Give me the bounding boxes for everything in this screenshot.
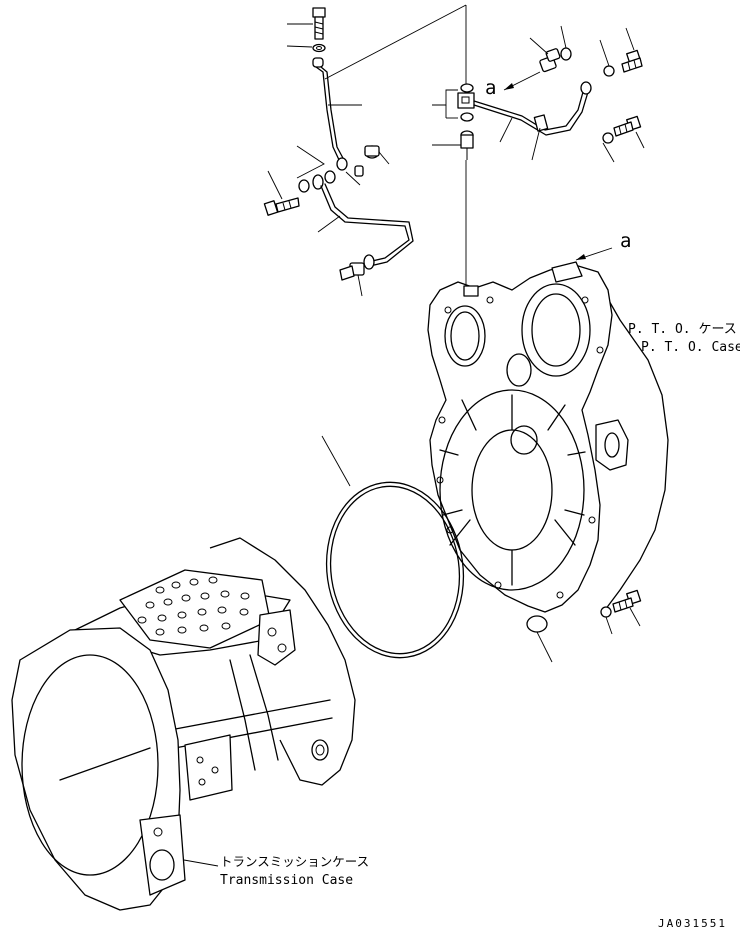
reference-arrow-top-icon: a	[485, 71, 541, 99]
small-bolt-left-icon	[263, 170, 300, 216]
drawing-number: JA031551	[658, 917, 727, 930]
ref-label-a-right: a	[620, 230, 631, 252]
oil-pipe-right-icon	[473, 81, 592, 161]
pto-case-label-jp: P. T. O. ケース	[628, 322, 737, 337]
elbow-fitting-icon	[339, 254, 375, 297]
oil-pipe-lower-icon	[317, 183, 414, 267]
pto-case-label-en: P. T. O. Case	[641, 340, 740, 355]
top-washer-icon	[286, 43, 326, 53]
washer-right2-icon	[599, 39, 615, 77]
junction-block-icon	[432, 83, 475, 160]
transmission-case	[11, 537, 356, 911]
bolt-right-lower-icon	[602, 115, 645, 163]
washer-right-icon	[560, 25, 572, 61]
plug-icon	[526, 615, 553, 663]
pipe-clamp-icon	[296, 145, 390, 193]
union-fitting-icon	[529, 37, 561, 73]
top-bolt-icon	[287, 7, 326, 40]
ref-label-a-top: a	[485, 77, 496, 99]
bolt-right-icon	[621, 27, 643, 73]
bolt-bottom-right-icon	[600, 589, 642, 635]
transmission-case-label-jp: トランスミッションケース	[220, 854, 369, 869]
pto-case	[427, 261, 669, 613]
reference-arrow-right-icon: a	[575, 230, 631, 261]
valve-holes	[137, 576, 250, 636]
o-ring-icon	[321, 435, 465, 659]
oil-pipe-upper-icon	[312, 57, 362, 171]
transmission-case-label-en: Transmission Case	[220, 873, 353, 888]
